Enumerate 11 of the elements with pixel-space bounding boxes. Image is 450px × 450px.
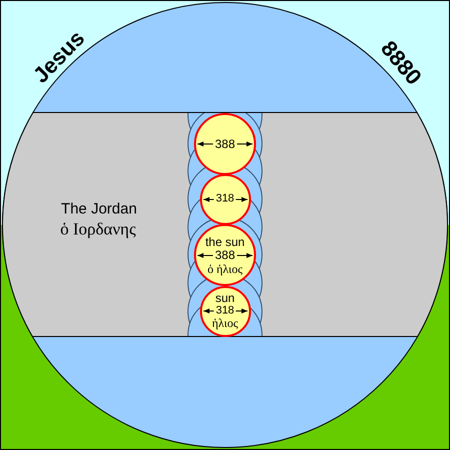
circle-label: ὁ ἡλιος — [208, 262, 242, 274]
circle-label: ἡλιος — [212, 316, 238, 328]
dimension-value: 318 — [214, 306, 236, 316]
horizontal-band — [2, 112, 448, 337]
band-label: ὁ Ιορδανης — [60, 220, 136, 238]
dimension-value: 388 — [212, 249, 238, 261]
dimension-value: 388 — [212, 138, 238, 150]
dimension-value: 318 — [214, 194, 236, 204]
circle-label: the sun — [205, 236, 245, 248]
band-label: The Jordan — [61, 202, 137, 216]
circle-label: sun — [215, 292, 235, 304]
